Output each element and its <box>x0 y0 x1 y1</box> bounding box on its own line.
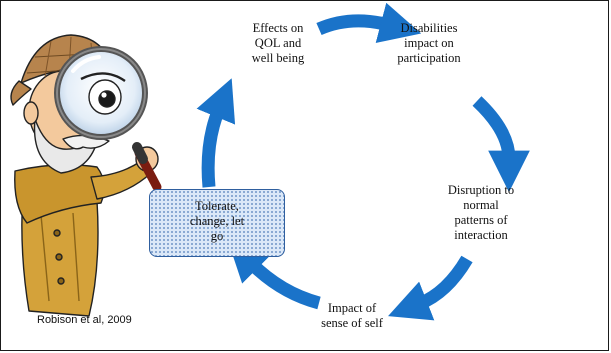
center-box-label: Tolerate, change, let go <box>189 199 245 243</box>
node-impact-sense-of-self: Impact of sense of self <box>321 301 383 330</box>
arrow-disruption-to-impact <box>388 255 473 321</box>
arrow-impact-to-center <box>227 239 321 310</box>
cycle-arrows <box>196 2 530 321</box>
detective-illustration <box>10 34 162 317</box>
arrow-disabilities-to-disruption <box>472 96 530 193</box>
node-disruption-to-patterns: Disruption to normal patterns of interac… <box>447 183 515 242</box>
arrow-effects-to-disabilities <box>316 2 422 44</box>
center-box: Tolerate, change, let go <box>149 189 285 257</box>
citation: Robison et al, 2009 <box>37 314 132 326</box>
arrow-center-to-effects <box>196 78 236 188</box>
node-effects-on-qol: Effects on QOL and well being <box>251 21 305 65</box>
node-disabilities-impact: Disabilities impact on participation <box>397 21 461 65</box>
